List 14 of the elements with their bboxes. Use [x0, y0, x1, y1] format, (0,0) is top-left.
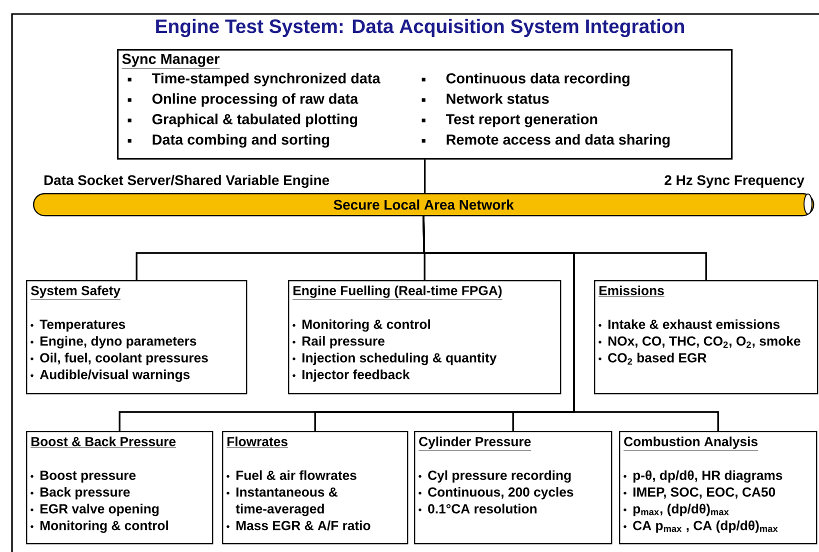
- topic-box: Engine Fuelling (Real-time FPGA) Monitoring & control Rail pressure Injection scheduling & quantity Injector feedback: [288, 280, 562, 394]
- topic-box: Cylinder Pressure Cyl pressure recording Continuous, 200 cycles 0.1°CA resolution: [414, 431, 612, 544]
- connector-line: [424, 160, 426, 193]
- topic-box: Emissions Intake & exhaust emissions NOx, CO, THC, CO$_{2}$, O$_{2}$, smoke CO$_{2}$ based EGR: [594, 280, 818, 394]
- network-pipe: Secure Local Area Network: [33, 193, 814, 216]
- title: Engine Test System: Data Acquisition System Integration: [156, 18, 684, 38]
- sync-manager-box: Sync Manager Time-stamped synchronized data Online processing of raw data Graphical & tabulated plotting Data combing and sorting Continuous data recording Network status Test report generation Remote access and data sharing: [117, 49, 733, 160]
- network-label: Data Socket Server/Shared Variable Engine: [44, 174, 330, 188]
- connector-line: [422, 216, 719, 431]
- topic-box: System Safety Temperatures Engine, dyno parameters Oil, fuel, coolant pressures Audible/visual warnings: [26, 280, 248, 394]
- topic-box: Flowrates Fuel & air flowrates Instantaneous & time-averaged Mass EGR & A/F ratio: [222, 431, 408, 544]
- topic-box: Combustion Analysis p-θ, dp/dθ, HR diagrams IMEP, SOC, EOC, CA50 p$_{max}$, (dp/dθ)$_{max}$ CA p$_{max}$ , CA (dp/dθ)$_{max}$: [619, 431, 818, 544]
- topic-box: Boost & Back Pressure Boost pressure Back pressure EGR valve opening Monitoring & control: [26, 431, 214, 544]
- network-label: 2 Hz Sync Frequency: [664, 175, 804, 188]
